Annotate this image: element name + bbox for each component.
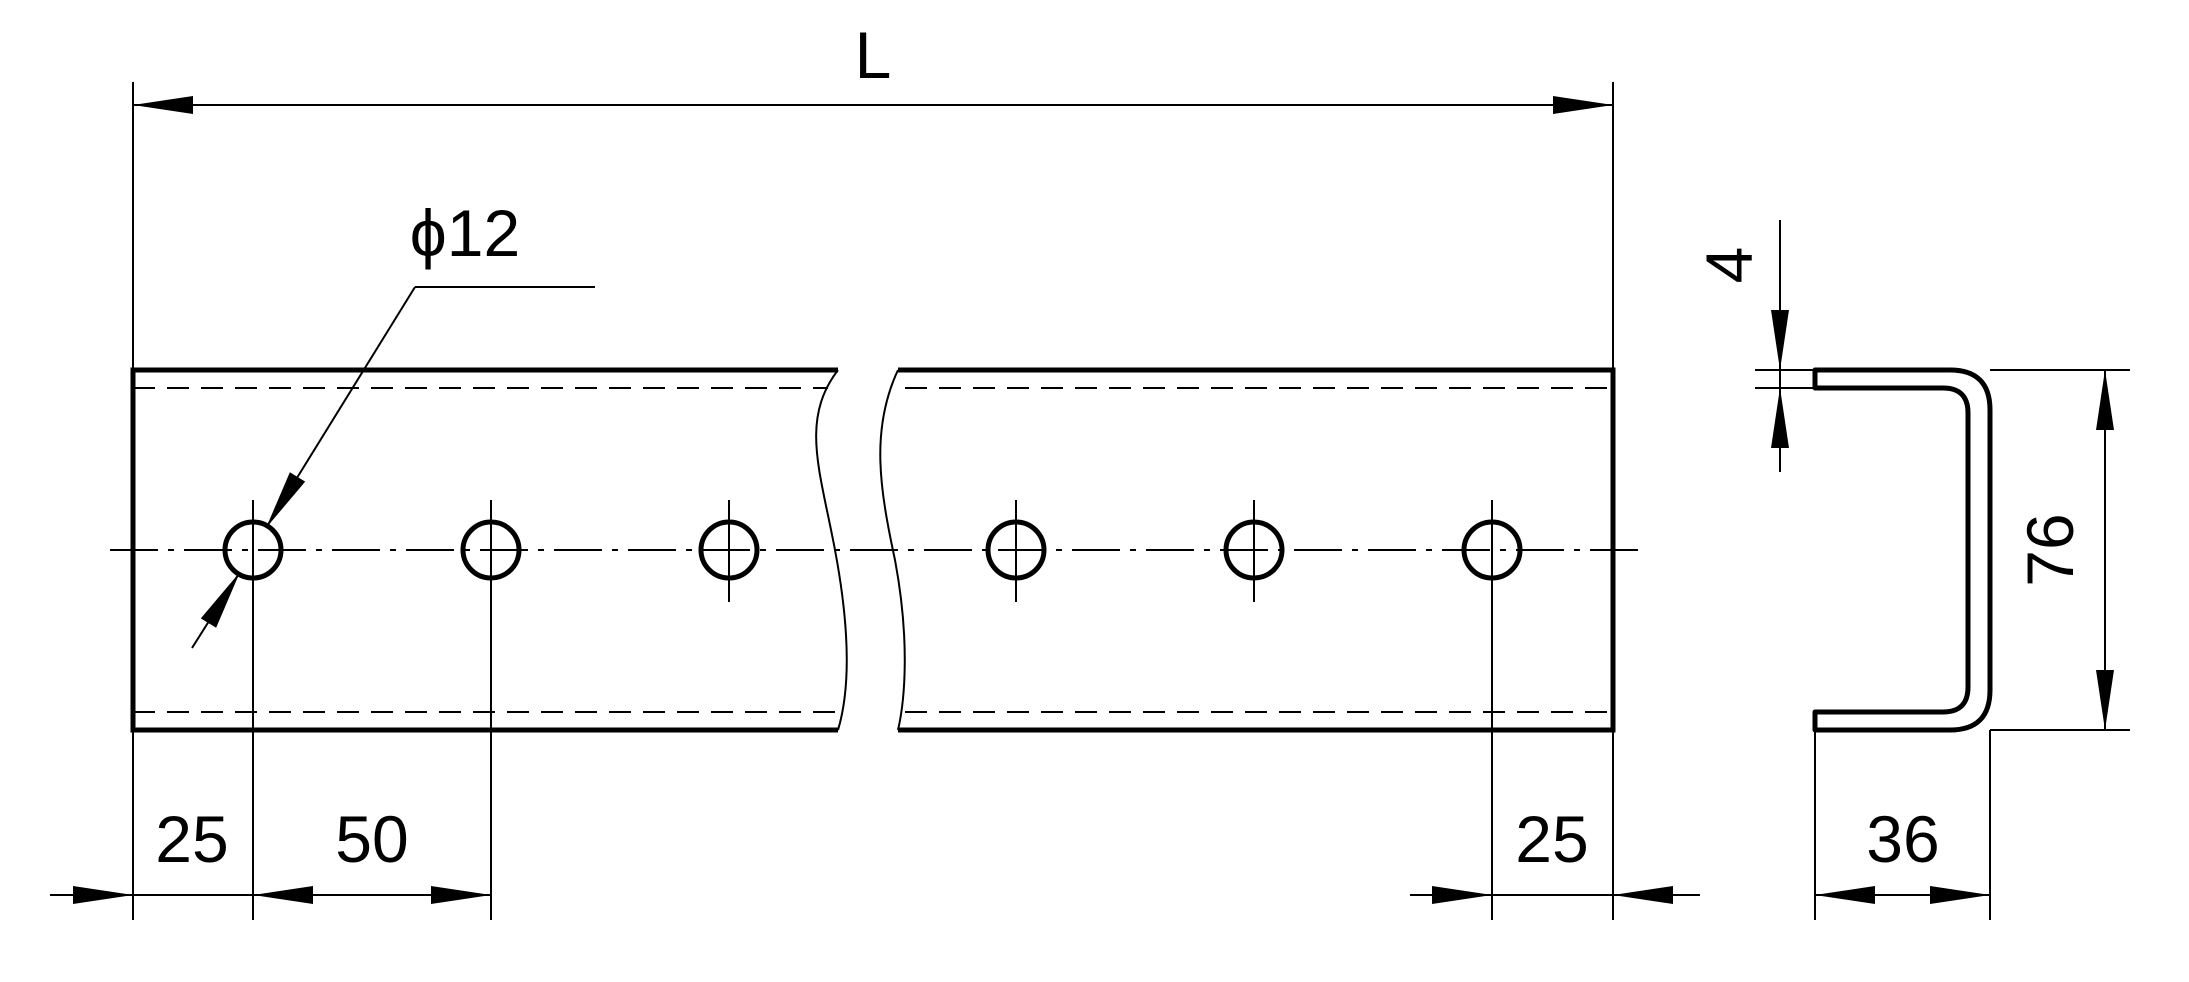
left-edge-label: 25 bbox=[155, 802, 228, 876]
hole bbox=[985, 500, 1047, 602]
hole bbox=[1461, 500, 1523, 920]
dimension-right-edge: 25 bbox=[1410, 730, 1700, 920]
dimension-width: 36 bbox=[1814, 730, 1991, 920]
width-label: 36 bbox=[1866, 802, 1939, 876]
dimension-thickness: 4 bbox=[1692, 220, 1815, 472]
dimension-left-edge: 25 bbox=[50, 730, 313, 920]
side-view: 4 76 36 bbox=[1692, 220, 2130, 920]
front-view bbox=[110, 367, 1640, 920]
dimension-length: L bbox=[132, 18, 1614, 370]
break-line-right bbox=[879, 369, 906, 731]
dimension-hole-pitch: 50 bbox=[253, 802, 491, 904]
hole bbox=[698, 500, 760, 602]
dimension-hole-diameter: ϕ12 bbox=[191, 196, 595, 649]
hole bbox=[222, 500, 284, 920]
length-label: L bbox=[855, 18, 892, 92]
hole bbox=[460, 500, 522, 920]
hole-pitch-label: 50 bbox=[335, 802, 408, 876]
dimension-height: 76 bbox=[1990, 369, 2130, 731]
channel-profile bbox=[1812, 367, 1993, 733]
height-label: 76 bbox=[2013, 513, 2087, 586]
thickness-label: 4 bbox=[1692, 247, 1766, 284]
right-edge-label: 25 bbox=[1515, 802, 1588, 876]
hole bbox=[1223, 500, 1285, 602]
hole-diameter-label: ϕ12 bbox=[410, 196, 520, 270]
